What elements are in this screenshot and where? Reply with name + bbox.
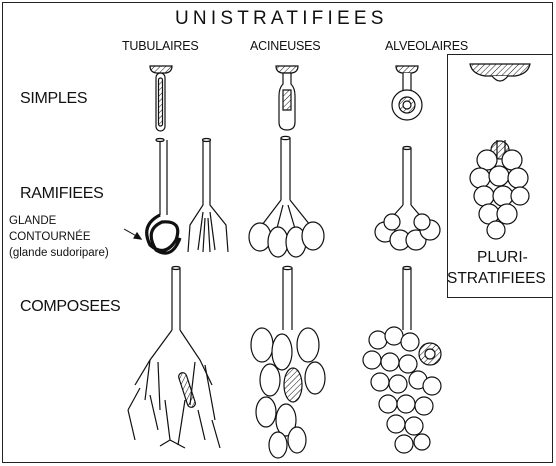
gland-simple-alveolaire <box>392 66 422 120</box>
gland-composee-tubulaire <box>128 267 220 449</box>
gland-simple-acineuse <box>276 66 298 130</box>
gland-simple-tubulaire <box>150 66 172 131</box>
gland-ramifiee-tubulaire <box>188 139 228 253</box>
gland-composee-acineuse <box>251 266 325 458</box>
gland-composee-alveolaire <box>363 267 441 454</box>
gland-pluristratifiee-composee <box>470 140 529 239</box>
gland-pluristratifiee-simple <box>470 64 530 81</box>
gland-contournee <box>124 139 180 254</box>
gland-ramifiee-acineuse <box>249 136 324 257</box>
gland-ramifiee-alveolaire <box>375 147 440 251</box>
